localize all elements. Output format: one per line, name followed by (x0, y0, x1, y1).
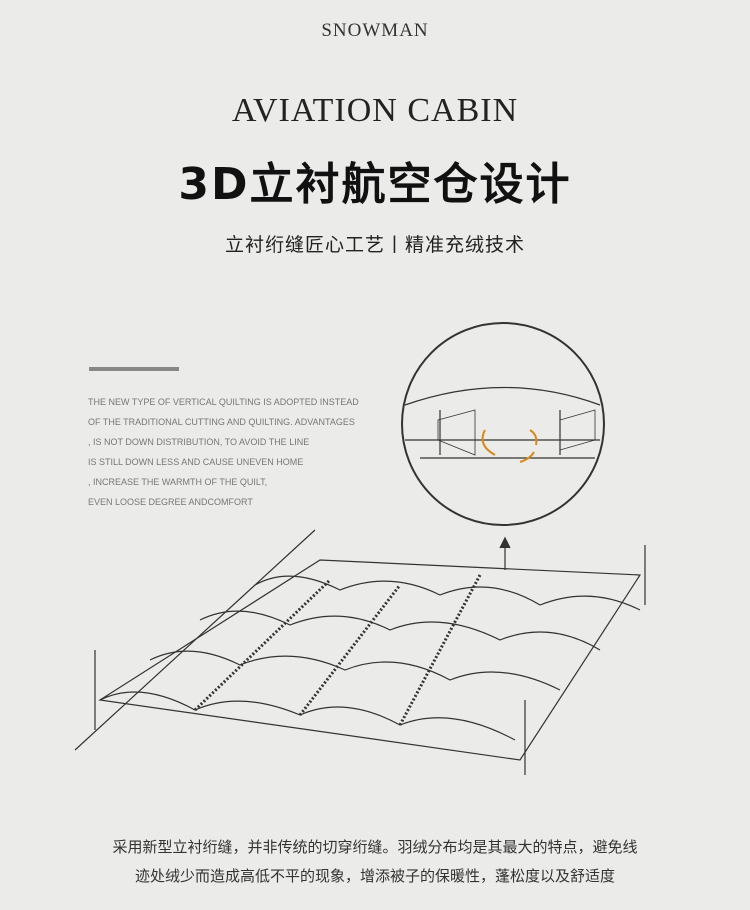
footer-line: 采用新型立衬绗缝，并非传统的切穿绗缝。羽绒分布均是其最大的特点，避免线 (112, 838, 638, 856)
footer-line: 迹处绒少而造成高低不平的现象，增添被子的保暖性，蓬松度以及舒适度 (134, 867, 615, 885)
description-line: IS STILL DOWN LESS AND CAUSE UNEVEN HOME (88, 457, 304, 467)
detail-magnifier (401, 322, 605, 526)
title-chinese: 3D立衬航空仓设计 (178, 159, 572, 210)
divider (89, 367, 179, 371)
subtitle: 立衬绗缝匠心工艺丨精准充绒技术 (224, 234, 525, 256)
description-line: EVEN LOOSE DEGREE ANDCOMFORT (88, 497, 253, 507)
description-line: THE NEW TYPE OF VERTICAL QUILTING IS ADO… (88, 397, 359, 407)
footer-text: 采用新型立衬绗缝，并非传统的切穿绗缝。羽绒分布均是其最大的特点，避免线 迹处绒少… (0, 833, 750, 891)
brand-name: SNOWMAN (321, 20, 429, 41)
quilt-drawing (74, 529, 646, 775)
description-line: , INCREASE THE WARMTH OF THE QUILT, (88, 477, 268, 487)
description-line: , IS NOT DOWN DISTRIBUTION, TO AVOID THE… (88, 437, 310, 447)
title-english: AVIATION CABIN (231, 92, 519, 129)
description-line: OF THE TRADITIONAL CUTTING AND QUILTING.… (88, 417, 355, 427)
description: THE NEW TYPE OF VERTICAL QUILTING IS ADO… (88, 392, 359, 512)
